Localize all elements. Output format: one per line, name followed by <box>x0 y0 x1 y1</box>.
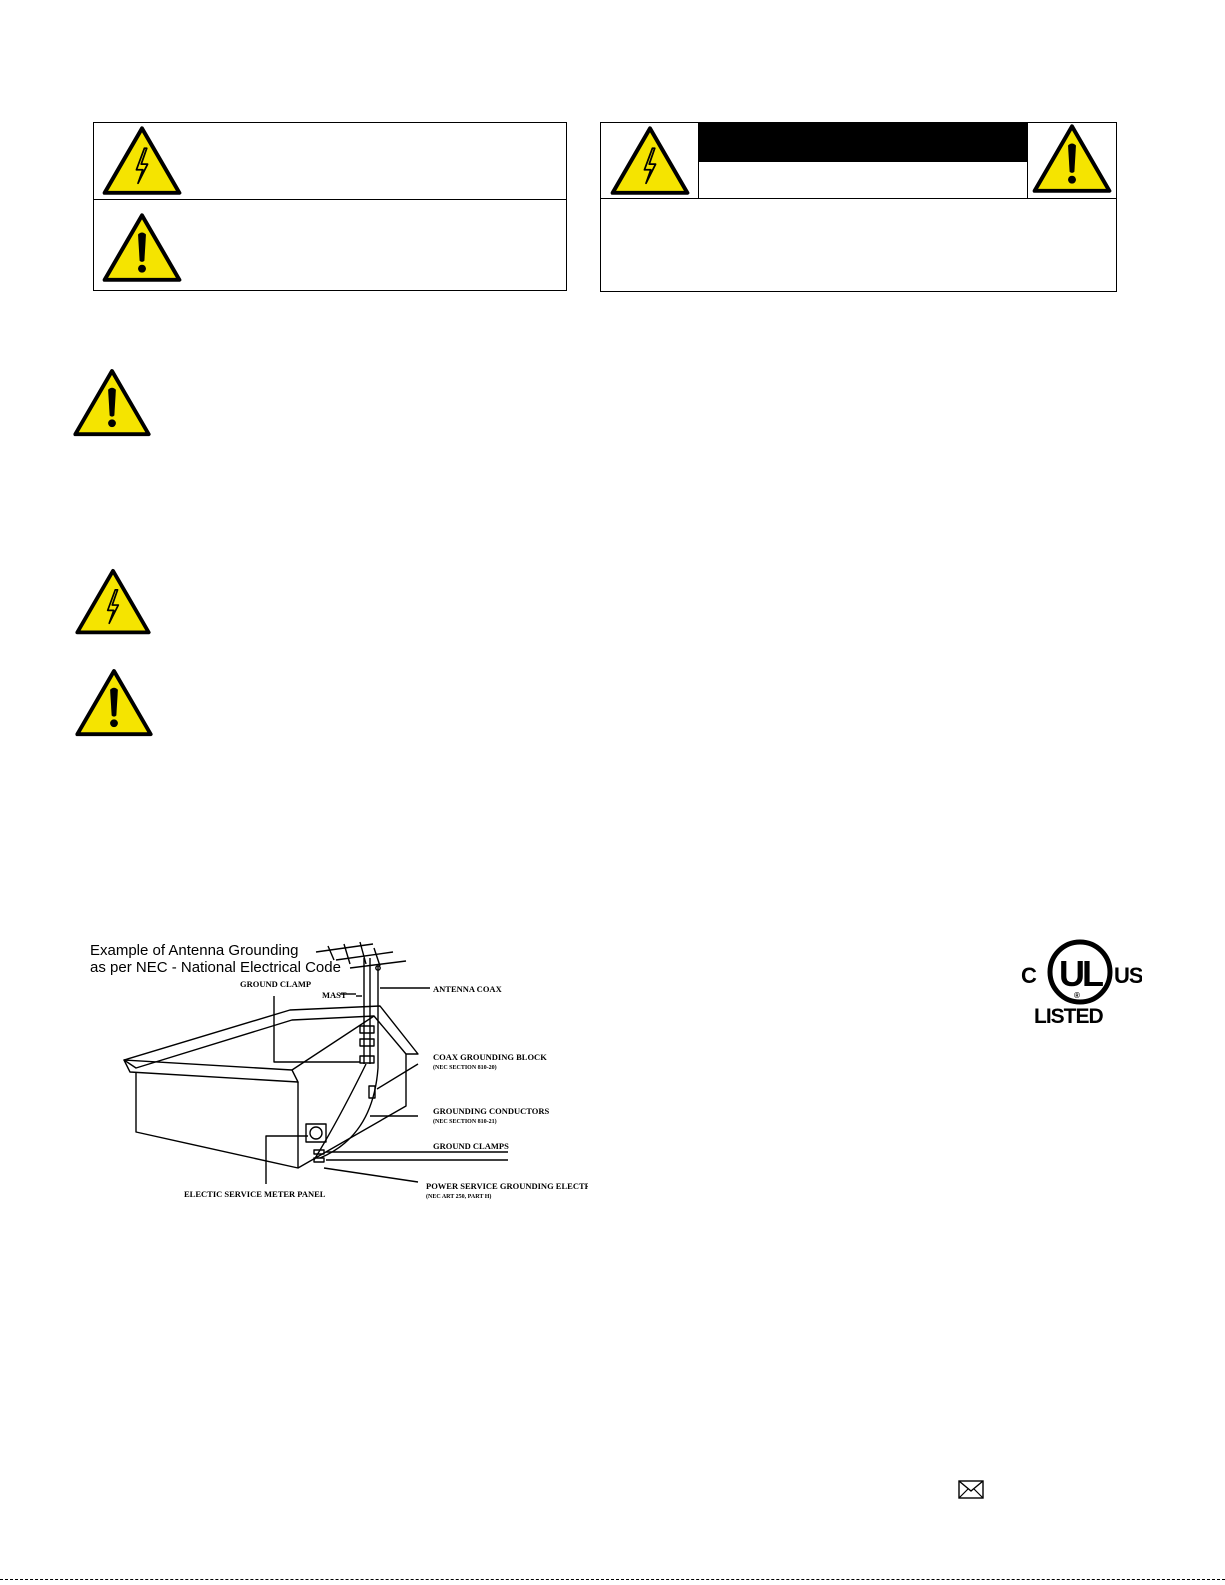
label-mast: MAST <box>322 990 347 1000</box>
diagram-caption: Example of Antenna Grounding as per NEC … <box>90 942 341 976</box>
envelope-icon <box>958 1480 984 1499</box>
caption-line-1: Example of Antenna Grounding <box>90 942 299 959</box>
table-divider <box>93 199 567 200</box>
table-divider <box>698 122 699 199</box>
caution-header-band <box>699 123 1027 162</box>
warning-table-right <box>600 122 1117 292</box>
ul-registered-mark: ® <box>1074 991 1080 1000</box>
page-bottom-dashed-rule <box>0 1579 1225 1580</box>
label-grounding-conductors-ref: (NEC SECTION 810-21) <box>433 1118 497 1125</box>
exclamation-warning-icon <box>73 368 151 438</box>
lightning-warning-icon <box>102 126 182 196</box>
ul-listed-text: LISTED <box>1034 1005 1104 1026</box>
exclamation-warning-icon <box>75 668 153 738</box>
label-power-service-ref: (NEC ART 250, PART H) <box>426 1193 491 1200</box>
antenna-diagram: Example of Antenna Grounding as per NEC … <box>88 936 588 1211</box>
label-ground-clamps: GROUND CLAMPS <box>433 1141 509 1151</box>
label-ground-clamp: GROUND CLAMP <box>240 979 311 989</box>
label-power-service: POWER SERVICE GROUNDING ELECTRODE SYSTEM <box>426 1181 588 1191</box>
exclamation-warning-icon <box>102 213 182 283</box>
caption-line-2: as per NEC - National Electrical Code <box>90 959 341 976</box>
ul-listed-logo: C UL ® US LISTED <box>1018 934 1142 1026</box>
table-divider <box>600 198 1117 199</box>
warning-table-left <box>93 122 567 291</box>
label-antenna-coax: ANTENNA COAX <box>433 984 503 994</box>
label-electric-meter: ELECTIC SERVICE METER PANEL <box>184 1189 326 1199</box>
lightning-warning-icon <box>610 126 690 196</box>
ul-us-letters: US <box>1114 963 1142 988</box>
label-coax-grounding-block-ref: (NEC SECTION 810-20) <box>433 1064 497 1071</box>
lightning-warning-icon <box>75 568 151 636</box>
label-coax-grounding-block: COAX GROUNDING BLOCK <box>433 1052 547 1062</box>
table-divider <box>1027 122 1028 199</box>
label-grounding-conductors: GROUNDING CONDUCTORS <box>433 1106 550 1116</box>
ul-c-letter: C <box>1021 963 1037 988</box>
house-illustration: GROUND CLAMP MAST ANTENNA COAX COAX GROU… <box>123 941 588 1200</box>
ul-center-letters: UL <box>1059 953 1103 994</box>
exclamation-warning-icon <box>1032 124 1112 194</box>
